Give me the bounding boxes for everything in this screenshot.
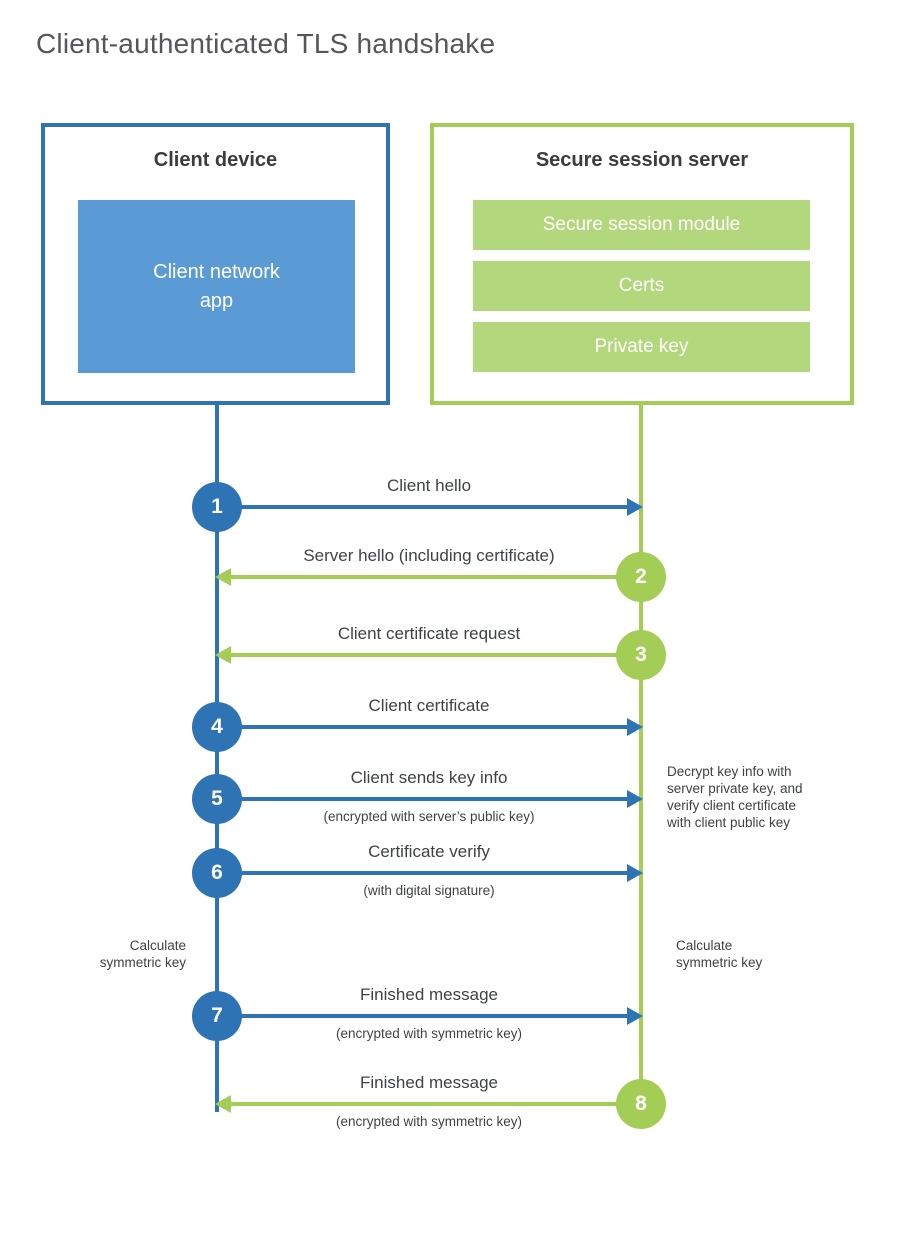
message-arrow-line	[217, 797, 627, 801]
message-sublabel: (encrypted with server’s public key)	[323, 809, 535, 824]
message-arrowhead	[627, 864, 643, 882]
note-calculate-symmetric-key-server: Calculate symmetric key	[676, 938, 763, 970]
step-circle-3: 3	[616, 630, 666, 680]
message-arrowhead	[627, 498, 643, 516]
step-circle-5: 5	[192, 774, 242, 824]
step-circle-4: 4	[192, 702, 242, 752]
message-arrow-line	[217, 725, 627, 729]
server-module-private-key: Private key	[473, 322, 810, 372]
page-title: Client-authenticated TLS handshake	[36, 28, 496, 59]
client-device-box: Client device Client network app	[41, 123, 390, 405]
message-arrow-line	[217, 1014, 627, 1018]
client-lifeline	[215, 404, 219, 1112]
message-label: Client certificate	[368, 696, 490, 715]
step-circle-1: 1	[192, 482, 242, 532]
message-label: Server hello (including certificate)	[303, 546, 555, 565]
message-arrowhead	[215, 568, 231, 586]
server-module-secure-session-module: Secure session module	[473, 200, 810, 250]
step-circle-8: 8	[616, 1079, 666, 1129]
message-arrowhead	[627, 1007, 643, 1025]
message-arrowhead	[627, 718, 643, 736]
message-arrowhead	[215, 1095, 231, 1113]
secure-session-server-title: Secure session server	[535, 149, 749, 171]
message-arrowhead	[215, 646, 231, 664]
message-label: Client sends key info	[350, 768, 508, 787]
note-decrypt-key-info: Decrypt key info with server private key…	[667, 764, 803, 830]
message-arrow-line	[231, 1102, 641, 1106]
server-lifeline	[639, 404, 643, 1104]
message-label: Client hello	[386, 476, 472, 495]
message-sublabel: (encrypted with symmetric key)	[335, 1026, 523, 1041]
message-label: Client certificate request	[337, 624, 521, 643]
message-label: Finished message	[360, 985, 498, 1004]
step-circle-2: 2	[616, 552, 666, 602]
note-calculate-symmetric-key-client: Calculate symmetric key	[99, 938, 186, 970]
message-sublabel: (with digital signature)	[363, 883, 495, 898]
step-circle-7: 7	[192, 991, 242, 1041]
message-arrow-line	[231, 653, 641, 657]
message-label: Certificate verify	[368, 842, 490, 861]
message-arrowhead	[627, 790, 643, 808]
client-device-title: Client device	[153, 149, 278, 171]
message-arrow-line	[217, 871, 627, 875]
message-label: Finished message	[360, 1073, 498, 1092]
message-arrow-line	[231, 575, 641, 579]
message-sublabel: (encrypted with symmetric key)	[335, 1114, 523, 1129]
server-module-certs: Certs	[473, 261, 810, 311]
secure-session-server-box: Secure session server Secure session mod…	[430, 123, 854, 405]
message-arrow-line	[217, 505, 627, 509]
client-network-app-box: Client network app	[78, 200, 355, 373]
step-circle-6: 6	[192, 848, 242, 898]
